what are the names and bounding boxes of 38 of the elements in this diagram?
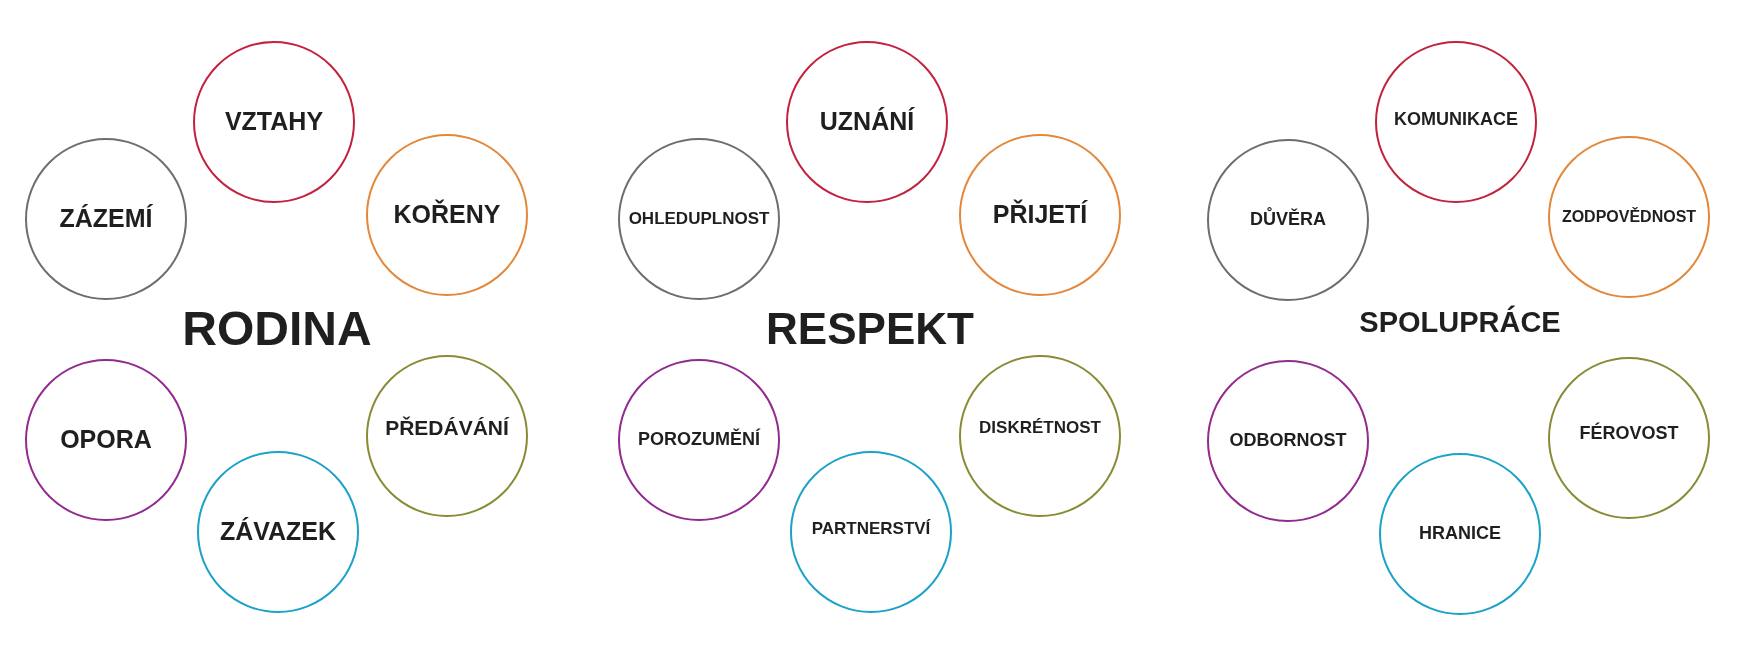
concept-circle bbox=[959, 134, 1121, 296]
concept-label: DISKRÉTNOST bbox=[979, 418, 1101, 438]
concept-label: UZNÁNÍ bbox=[819, 108, 915, 136]
concept-circle bbox=[959, 355, 1121, 517]
concept-label: ODBORNOST bbox=[1229, 431, 1347, 451]
concept-label: PARTNERSTVÍ bbox=[811, 519, 931, 539]
concept-circle bbox=[1548, 136, 1710, 298]
concept-label: ZÁZEMÍ bbox=[59, 205, 153, 233]
concept-label: OPORA bbox=[60, 426, 152, 454]
concept-label: VZTAHY bbox=[224, 108, 324, 136]
concept-circle bbox=[193, 41, 355, 203]
cluster-heading: SPOLUPRÁCE bbox=[1359, 307, 1561, 339]
cluster-heading: RESPEKT bbox=[766, 304, 974, 354]
cluster-heading: RODINA bbox=[182, 302, 372, 356]
concept-circle bbox=[366, 134, 528, 296]
concept-circle bbox=[1379, 453, 1541, 615]
concept-circle bbox=[790, 451, 952, 613]
concept-circle bbox=[1548, 357, 1710, 519]
concept-circle bbox=[618, 138, 780, 300]
concept-circle bbox=[1207, 360, 1369, 522]
concept-label: PŘEDÁVÁNÍ bbox=[385, 416, 509, 440]
concept-circle bbox=[25, 359, 187, 521]
concept-label: KOŘENY bbox=[393, 201, 501, 229]
concept-label: ZODPOVĚDNOST bbox=[1561, 208, 1697, 226]
concept-label: POROZUMĚNÍ bbox=[638, 430, 760, 450]
concept-label: OHLEDUPLNOST bbox=[628, 209, 770, 229]
concept-label: ZÁVAZEK bbox=[219, 518, 337, 546]
concept-label: FÉROVOST bbox=[1579, 424, 1679, 444]
concept-label: HRANICE bbox=[1419, 524, 1501, 544]
concept-label: PŘIJETÍ bbox=[992, 201, 1088, 229]
concept-label: KOMUNIKACE bbox=[1394, 110, 1518, 130]
concept-circle bbox=[366, 355, 528, 517]
concept-circle bbox=[786, 41, 948, 203]
concept-circle bbox=[618, 359, 780, 521]
concept-circle bbox=[1375, 41, 1537, 203]
concept-circle bbox=[1207, 139, 1369, 301]
concept-circle bbox=[25, 138, 187, 300]
concept-circle bbox=[197, 451, 359, 613]
